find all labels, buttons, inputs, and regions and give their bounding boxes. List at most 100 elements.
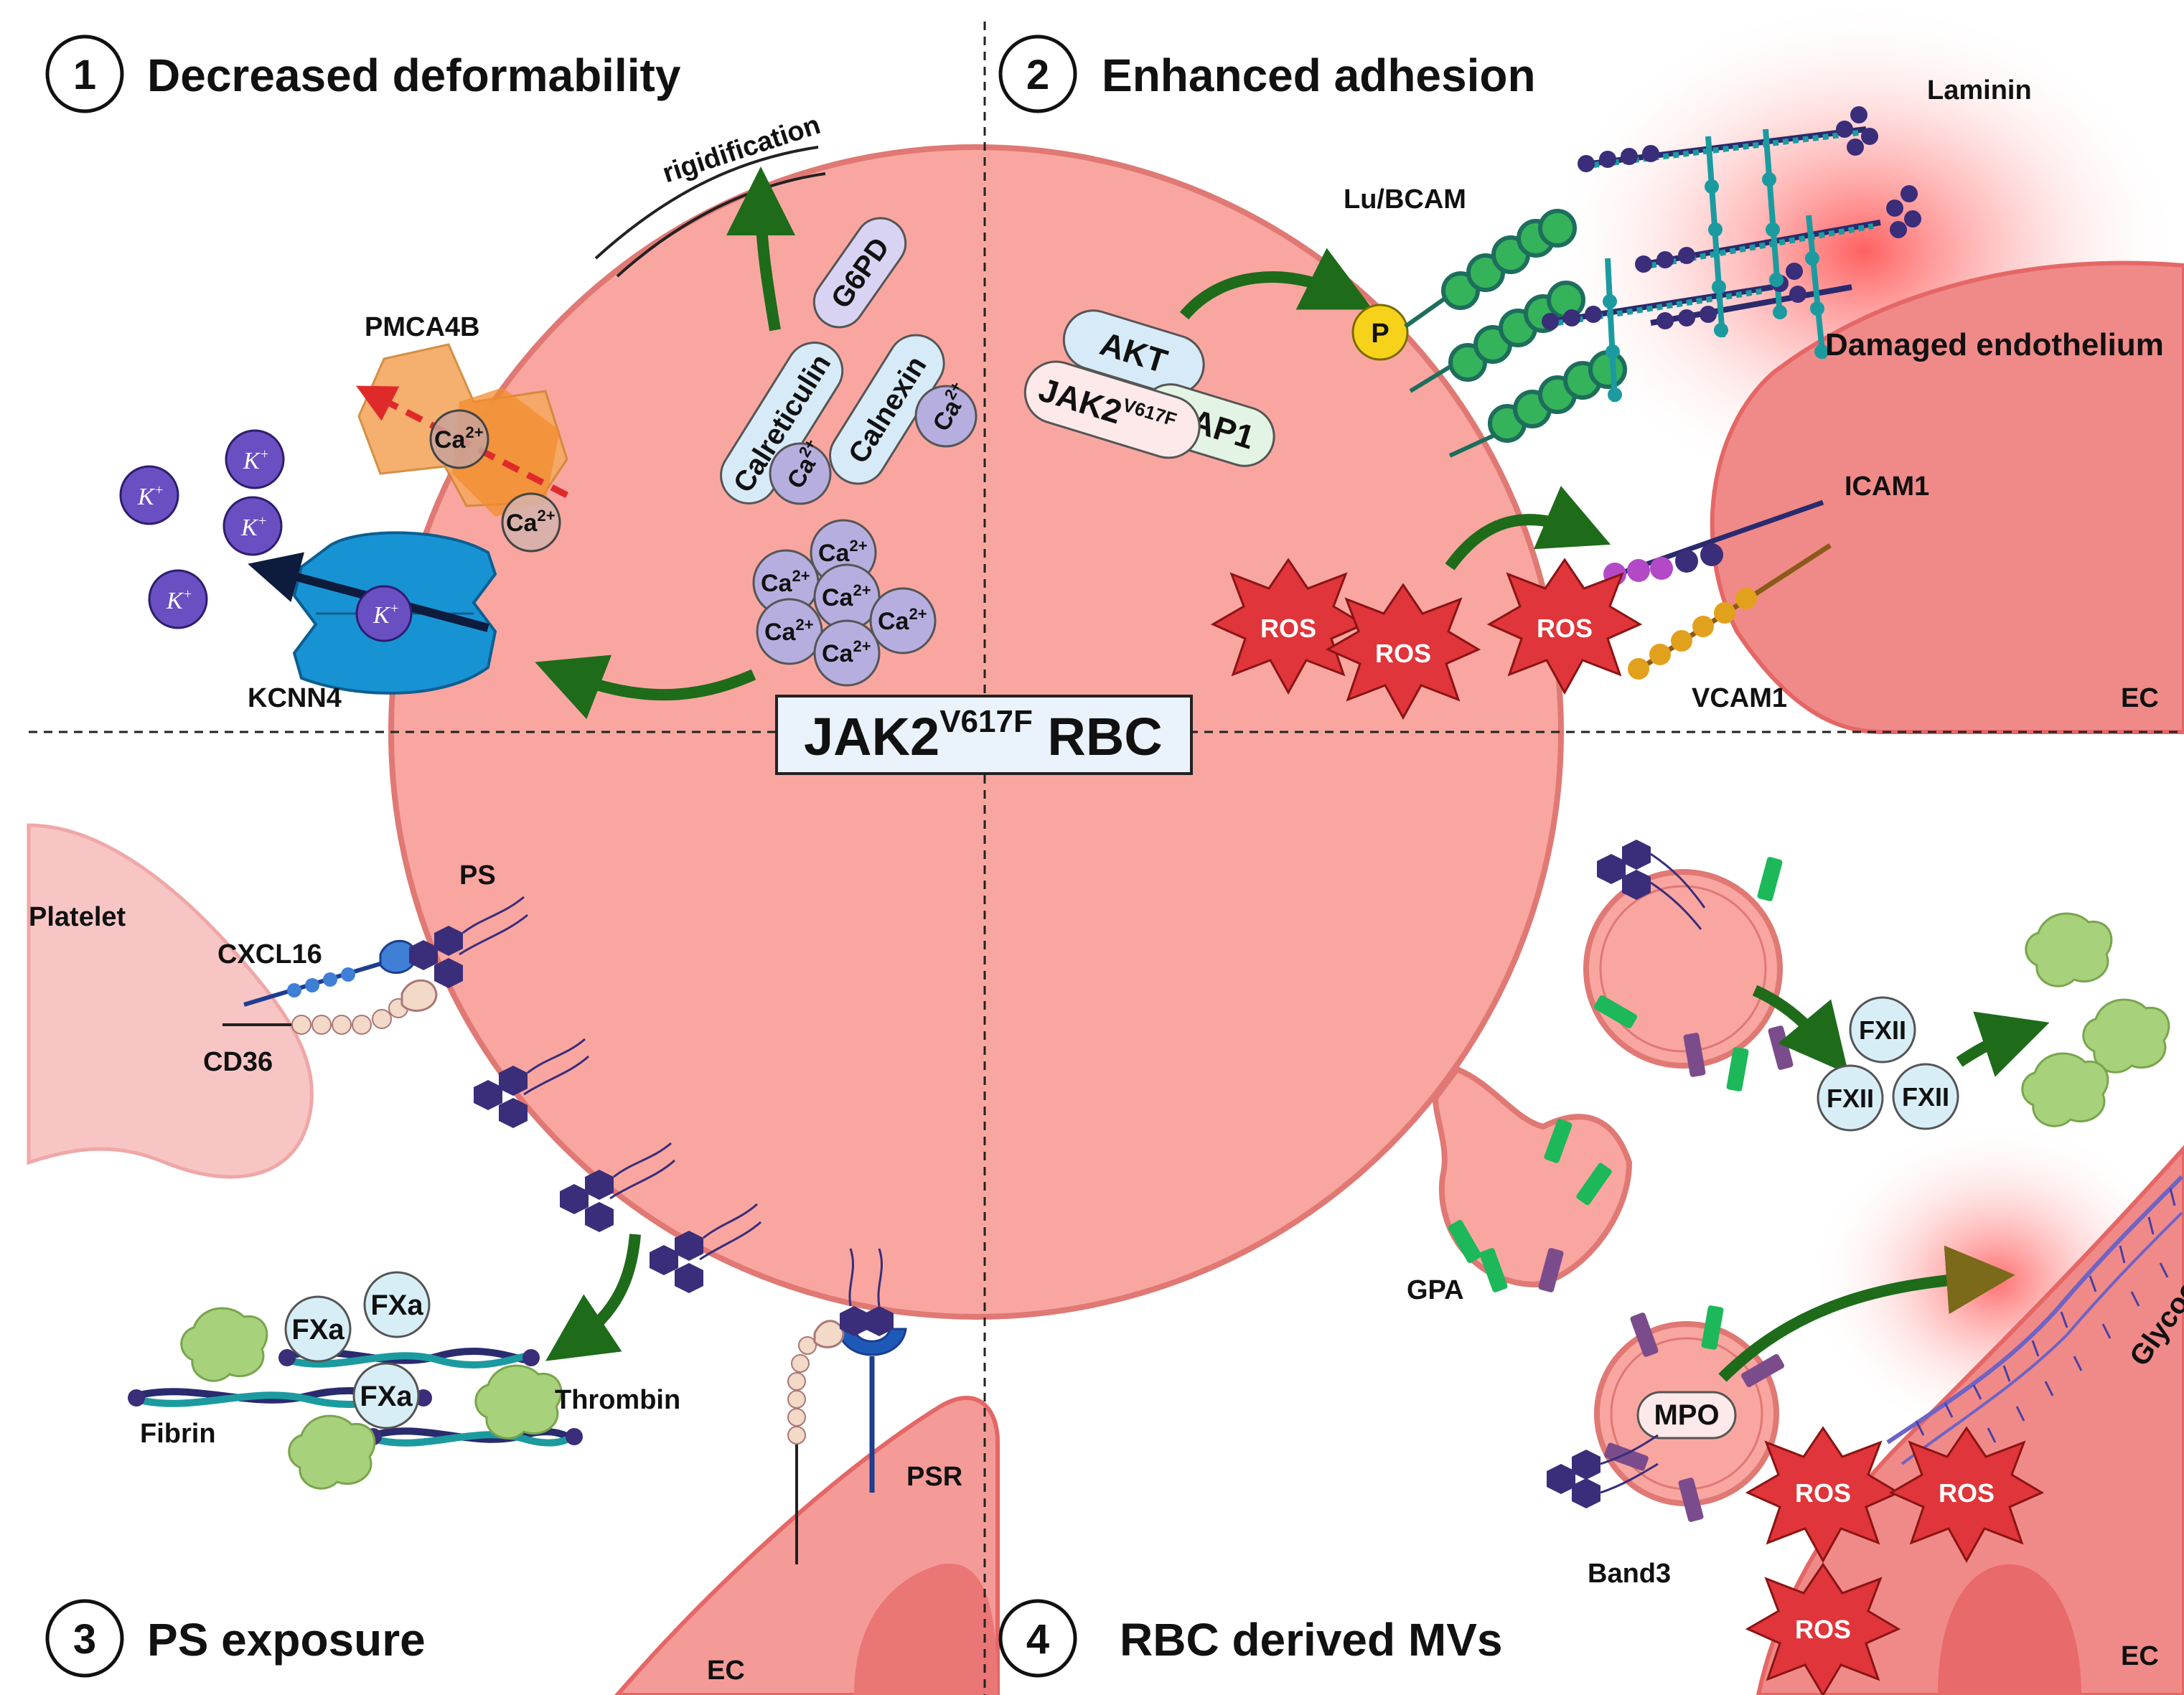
panel-3-content: Platelet PS CXCL16 CD36 bbox=[29, 860, 962, 1686]
phosphate: P bbox=[1351, 304, 1409, 361]
svg-text:Ca2+: Ca2+ bbox=[822, 637, 871, 667]
ps-lipid-group bbox=[650, 1203, 761, 1293]
ps-lipid-group bbox=[1597, 840, 1706, 930]
panel-3-title: PS exposure bbox=[147, 1614, 426, 1666]
vcam1-label: VCAM1 bbox=[1692, 683, 1787, 713]
fxii-factor: FXII bbox=[1892, 1063, 1959, 1130]
psr-label: PSR bbox=[906, 1462, 962, 1492]
arrow-to-fxii bbox=[1752, 985, 1849, 1074]
svg-text:FXa: FXa bbox=[291, 1314, 345, 1346]
thrombin-blob bbox=[2021, 912, 2170, 1127]
panel-2-content: AKT RAP1 JAK2V617F P Lu/BCAM bbox=[1023, 75, 2164, 720]
panel-4-content: FXII FXII FXII GPA MPO bbox=[1407, 840, 2184, 1695]
ps-lipid-group bbox=[560, 1142, 676, 1232]
ec-label-bottom-left: EC bbox=[707, 1656, 745, 1686]
k-ion: K+ bbox=[355, 585, 413, 642]
svg-text:Ca2+: Ca2+ bbox=[818, 537, 868, 567]
platelet-shape bbox=[27, 823, 314, 1179]
svg-text:ROS: ROS bbox=[1795, 1615, 1851, 1644]
ca-ion-cluster: Ca2+ Ca2+ Ca2+ Ca2+ Ca2+ Ca2+ bbox=[752, 519, 937, 687]
ca-ion: Ca2+ bbox=[501, 492, 561, 553]
psr-tether bbox=[787, 1320, 845, 1564]
svg-text:FXII: FXII bbox=[1827, 1084, 1874, 1113]
k-ion-free: K+ bbox=[225, 429, 285, 489]
laminin-teal-beads bbox=[1603, 172, 1829, 402]
kcnn4-label: KCNN4 bbox=[248, 683, 342, 713]
svg-text:FXII: FXII bbox=[1902, 1082, 1949, 1112]
ca-ion: Ca2+ bbox=[429, 409, 489, 469]
fxa-factor: FXa bbox=[363, 1271, 431, 1338]
fxa-factor: FXa bbox=[352, 1362, 420, 1429]
svg-text:ROS: ROS bbox=[1537, 614, 1593, 643]
icam1-label: ICAM1 bbox=[1845, 471, 1929, 502]
fxii-factor: FXII bbox=[1849, 996, 1916, 1064]
svg-text:Ca2+: Ca2+ bbox=[761, 567, 810, 597]
k-ion-free: K+ bbox=[222, 496, 283, 556]
fxa-factor: FXa bbox=[284, 1295, 352, 1363]
svg-text:K+: K+ bbox=[166, 586, 192, 614]
svg-text:ROS: ROS bbox=[1795, 1478, 1851, 1508]
arrow-to-kcnn4 bbox=[535, 654, 756, 720]
fibrin-knots bbox=[128, 1349, 583, 1445]
panel-3-header: 3 PS exposure bbox=[45, 1599, 426, 1678]
svg-text:K+: K+ bbox=[243, 446, 269, 474]
lubcam-chains bbox=[1404, 209, 1627, 458]
ec-label-top: EC bbox=[2121, 683, 2159, 713]
svg-text:FXa: FXa bbox=[360, 1381, 413, 1412]
arrow-to-adhesion bbox=[1445, 485, 1611, 571]
panel-2-header: 2 Enhanced adhesion bbox=[998, 34, 1536, 113]
fxii-factor: FXII bbox=[1817, 1064, 1884, 1132]
arrow-to-phospho bbox=[1179, 248, 1373, 320]
center-label-sup: V617F bbox=[939, 704, 1033, 739]
ros-burst: ROS bbox=[1325, 583, 1481, 720]
ros-burst: ROS bbox=[1210, 558, 1367, 695]
ps-label: PS bbox=[459, 860, 496, 891]
svg-text:Ca2+: Ca2+ bbox=[506, 507, 556, 537]
platelet-label: Platelet bbox=[29, 902, 126, 932]
vcam1-chain bbox=[1628, 543, 1832, 680]
panel-4-number: 4 bbox=[1026, 1616, 1049, 1663]
panel-3-number: 3 bbox=[73, 1616, 96, 1663]
svg-text:K+: K+ bbox=[240, 513, 267, 541]
icam1-chain bbox=[1603, 499, 1824, 586]
band3-label: Band3 bbox=[1588, 1559, 1671, 1589]
k-ion-free: K+ bbox=[148, 569, 208, 629]
svg-text:ROS: ROS bbox=[1375, 639, 1431, 668]
ps-lipid-group bbox=[409, 896, 528, 988]
center-label-rest: RBC bbox=[1033, 707, 1163, 766]
panel-4-title: RBC derived MVs bbox=[1120, 1614, 1502, 1666]
phosphate-label: P bbox=[1371, 319, 1389, 349]
ps-lipid-group bbox=[1547, 1434, 1659, 1508]
svg-text:Ca2+: Ca2+ bbox=[822, 581, 871, 611]
svg-text:JAK2V617F RBC: JAK2V617F RBC bbox=[804, 704, 1163, 766]
jak2-protein: JAK2V617F bbox=[1023, 360, 1201, 459]
damaged-endothelium-label: Damaged endothelium bbox=[1825, 327, 2164, 362]
panel-2-title: Enhanced adhesion bbox=[1102, 50, 1536, 101]
ros-burst: ROS bbox=[1888, 1426, 2045, 1564]
damaged-endothelium-top bbox=[1543, 0, 2184, 734]
k-ion-free: K+ bbox=[119, 465, 179, 525]
thrombin-blob bbox=[180, 1307, 563, 1490]
svg-text:K+: K+ bbox=[137, 482, 164, 510]
svg-text:Ca2+: Ca2+ bbox=[434, 423, 484, 454]
ec-label-bottom-right: EC bbox=[2121, 1641, 2159, 1671]
pmca4b-pump: Ca2+ Ca2+ bbox=[356, 343, 569, 553]
svg-text:FXa: FXa bbox=[370, 1290, 423, 1321]
svg-text:FXII: FXII bbox=[1859, 1015, 1906, 1045]
arrow-to-coagulation bbox=[545, 1234, 641, 1361]
pmca4b-label: PMCA4B bbox=[365, 312, 479, 342]
svg-text:ROS: ROS bbox=[1260, 614, 1316, 643]
svg-text:K+: K+ bbox=[372, 601, 399, 629]
ps-lipid-group bbox=[840, 1248, 894, 1336]
ros-burst: ROS bbox=[1745, 1426, 1901, 1564]
panel-4-header: 4 RBC derived MVs bbox=[998, 1599, 1502, 1678]
cxcl16-label: CXCL16 bbox=[217, 939, 322, 969]
ca-ion: Ca2+ bbox=[869, 587, 937, 654]
endothelium-bottom-left bbox=[614, 1396, 1000, 1695]
arrow-to-rigidification bbox=[726, 166, 796, 332]
panel-1-number: 1 bbox=[73, 52, 96, 98]
gpa-label: GPA bbox=[1407, 1275, 1464, 1305]
center-label-main: JAK2 bbox=[804, 707, 939, 766]
panel-1-header: 1 Decreased deformability bbox=[45, 34, 681, 113]
